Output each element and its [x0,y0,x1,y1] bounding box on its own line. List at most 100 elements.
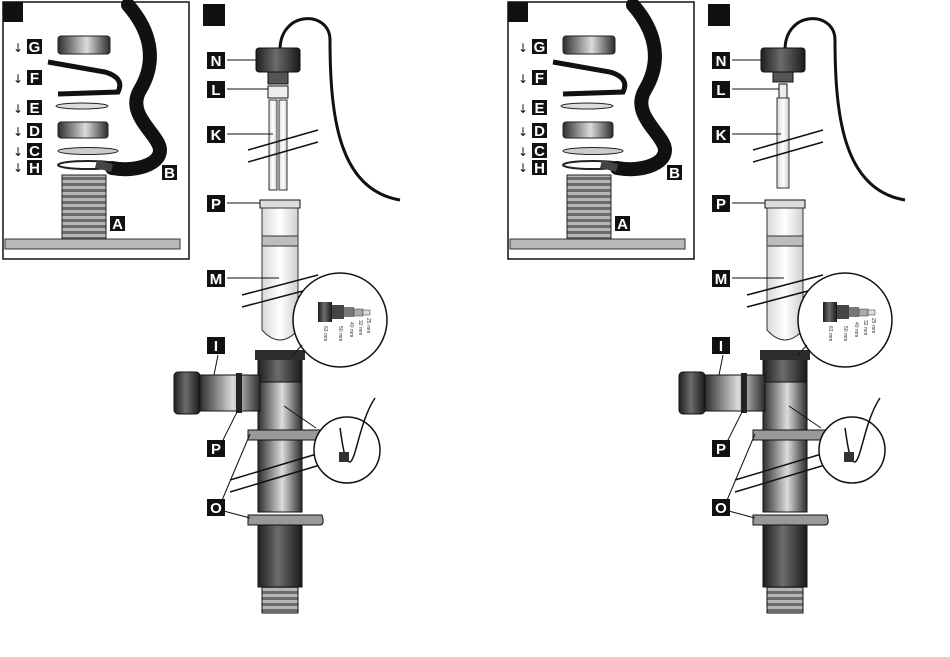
label-tag-l: L [207,81,225,99]
label-tag-e: E [27,100,42,117]
lamp-corner-marker [203,4,225,26]
label-tag-m: M [207,270,225,288]
clip-e [56,103,108,109]
label-tag-o: O [712,499,730,517]
threaded-spigot [567,175,611,239]
clamp-o [753,515,828,525]
lamp-assembly: 63 mm 50 mm 40 mm 32 mm 25 mm N L K P M … [679,4,905,613]
inlet-nut-i [174,372,200,414]
arrow-down-icon: ↓ [13,145,23,159]
label-tag-b: B [667,165,682,182]
sleeve-band [767,236,803,246]
size-label: 50 mm [842,326,848,341]
label-tag-i: I [207,337,225,355]
housing-bottom [258,525,302,587]
housing-body [258,382,302,512]
svg-text:G: G [534,39,546,56]
arrow-down-icon: ↓ [518,145,528,159]
size-label: 63 mm [322,326,328,341]
o-ring-p2 [236,373,242,413]
label-tag-c: C [27,143,42,160]
power-cable [280,19,400,200]
adapter-step [332,305,344,319]
label-tag-a: A [110,216,125,233]
label-tag-k: K [712,126,730,144]
sensor-zoom [819,417,885,483]
arrow-down-icon: ↓ [13,161,23,175]
inset-corner-marker [3,2,23,22]
nut-d [563,122,613,138]
nut-d [58,122,108,138]
svg-text:I: I [719,338,723,355]
label-tag-p: P [207,195,225,213]
bracket-f [553,62,625,94]
cap-nut-n [761,48,805,72]
size-label: 32 mm [357,320,363,335]
power-cable [785,19,905,200]
inset-corner-marker [508,2,528,22]
arrow-down-icon: ↓ [518,102,528,116]
label-tag-m: M [712,270,730,288]
svg-text:E: E [534,100,544,117]
size-label: 25 mm [870,318,876,333]
o-ring-p2 [741,373,747,413]
cap-stem [268,72,288,84]
svg-text:P: P [716,196,726,213]
cap-nut-g [563,36,615,54]
label-tag-n: N [207,52,225,70]
arrow-down-icon: ↓ [518,161,528,175]
svg-text:C: C [29,143,40,160]
inlet-nut-i [679,372,705,414]
clamp-o [753,430,828,440]
adapter-step [354,309,363,316]
housing-bottom [763,525,807,587]
arrow-down-icon: ↓ [518,72,528,86]
inset-box: ↓ ↓ ↓ ↓ ↓ ↓ G F E D C H B A [508,2,694,259]
label-tag-d: D [27,123,42,140]
label-tag-o: O [207,499,225,517]
adapter-step [363,310,370,315]
label-tag-i: I [712,337,730,355]
panel-right: ↓ ↓ ↓ ↓ ↓ ↓ G F E D C H B A [508,2,905,613]
adapter-step [344,307,354,317]
lamp-corner-marker [708,4,730,26]
cap-nut-n [256,48,300,72]
svg-text:N: N [211,53,222,70]
label-tag-l: L [712,81,730,99]
svg-text:L: L [716,82,725,99]
bracket-f [48,62,120,94]
panel-left: ↓ ↓ ↓ ↓ ↓ ↓ G F E D C H B A [3,2,400,613]
label-tag-f: F [27,70,42,87]
hose-tip [96,164,112,168]
adapter-step [823,302,837,322]
flange-p [260,200,300,208]
svg-text:E: E [29,100,39,117]
size-adapter-zoom [293,273,387,367]
washer-c [563,148,623,155]
size-label: 25 mm [365,318,371,333]
svg-text:M: M [210,271,223,288]
label-tag-d: D [532,123,547,140]
svg-text:K: K [716,127,727,144]
adapter-step [868,310,875,315]
sensor-clip [844,452,854,462]
svg-text:L: L [211,82,220,99]
label-tag-h: H [27,160,42,177]
label-tag-n: N [712,52,730,70]
svg-text:F: F [535,70,544,87]
leader-i [719,355,723,375]
label-tag-k: K [207,126,225,144]
label-tag-g: G [532,39,547,56]
inset-box: ↓ ↓ ↓ ↓ ↓ ↓ G F E D C H B A [3,2,189,259]
size-label: 40 mm [348,322,354,337]
size-label: 50 mm [337,326,343,341]
leader-i [214,355,218,375]
label-tag-a: A [615,216,630,233]
adapter-step [318,302,332,322]
lamp-assembly: 63 mm 50 mm 40 mm 32 mm 25 mm N L K P [174,4,400,613]
label-tag-h: H [532,160,547,177]
threaded-spigot [62,175,106,239]
svg-text:B: B [669,165,680,182]
svg-text:I: I [214,338,218,355]
sleeve-band [262,236,298,246]
